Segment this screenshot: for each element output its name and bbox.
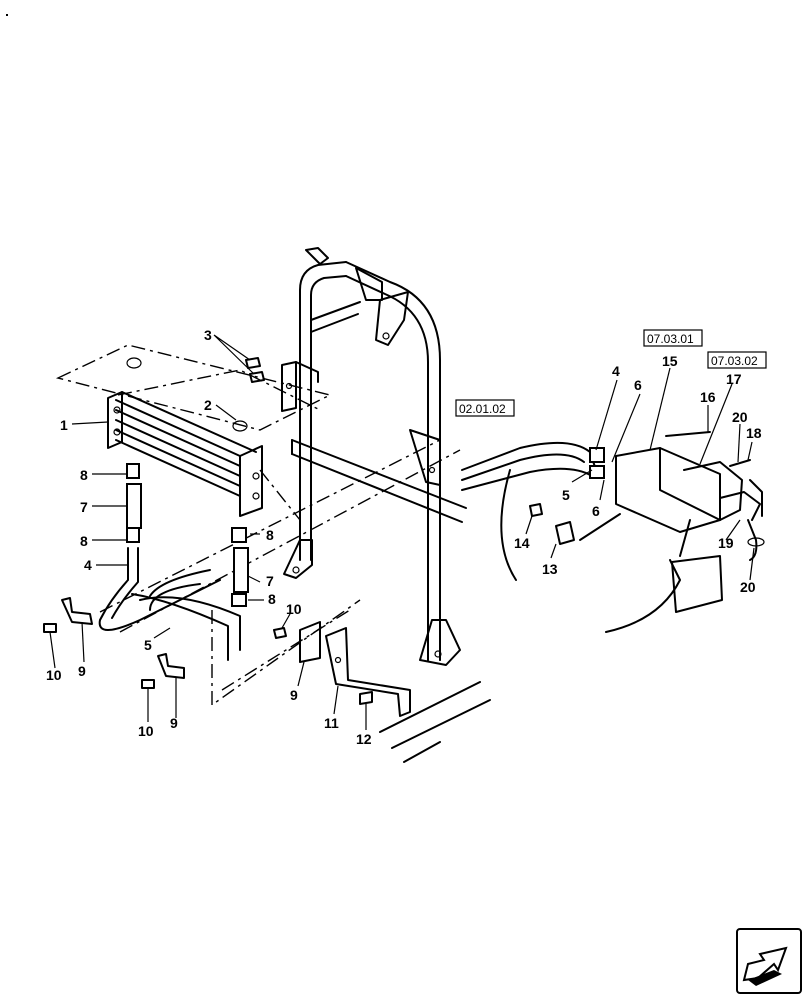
callout-5: 5 [144,637,152,653]
callout-16: 16 [700,389,716,405]
callout-4: 4 [612,363,620,379]
callout-15: 15 [662,353,678,369]
arrow-icon-graphic [742,946,788,986]
ref-07-03-02: 07.03.02 [711,354,758,368]
callout-11: 11 [324,715,339,731]
next-page-arrow-icon[interactable] [736,928,802,994]
callout-2: 2 [204,397,212,413]
callout-9: 9 [290,687,298,703]
clamps [43,597,491,763]
dashed-outlines [55,344,461,707]
callout-17: 17 [726,371,742,387]
reference-boxes: 02.01.02 07.03.01 07.03.02 [455,329,767,417]
ref-07-03-01: 07.03.01 [647,332,694,346]
valve-assembly [461,431,765,633]
callout-10: 10 [46,667,62,683]
frame [281,247,467,666]
callout-8: 8 [80,467,88,483]
callout-19: 19 [718,535,734,551]
left-hoses [98,463,249,661]
callout-20: 20 [740,579,756,595]
oil-cooler [107,357,265,517]
callout-6: 6 [592,503,600,519]
callout-9: 9 [78,663,86,679]
corner-dot [6,14,8,16]
callout-14: 14 [514,535,530,551]
callout-8: 8 [268,591,276,607]
callouts: 1 2 3 8 7 8 4 8 7 8 5 10 9 10 9 10 9 11 … [46,327,762,747]
callout-18: 18 [746,425,762,441]
callout-6: 6 [634,377,642,393]
callout-13: 13 [542,561,558,577]
callout-9: 9 [170,715,178,731]
callout-8: 8 [266,527,274,543]
callout-12: 12 [356,731,372,747]
callout-5: 5 [562,487,570,503]
callout-3: 3 [204,327,212,343]
callout-10: 10 [138,723,154,739]
callout-7: 7 [80,499,88,515]
callout-20: 20 [732,409,748,425]
callout-8: 8 [80,533,88,549]
callout-4: 4 [84,557,92,573]
callout-7: 7 [266,573,274,589]
callout-1: 1 [60,417,68,433]
ref-02-01-02: 02.01.02 [459,402,506,416]
leader-lines [49,334,755,730]
callout-10: 10 [286,601,302,617]
